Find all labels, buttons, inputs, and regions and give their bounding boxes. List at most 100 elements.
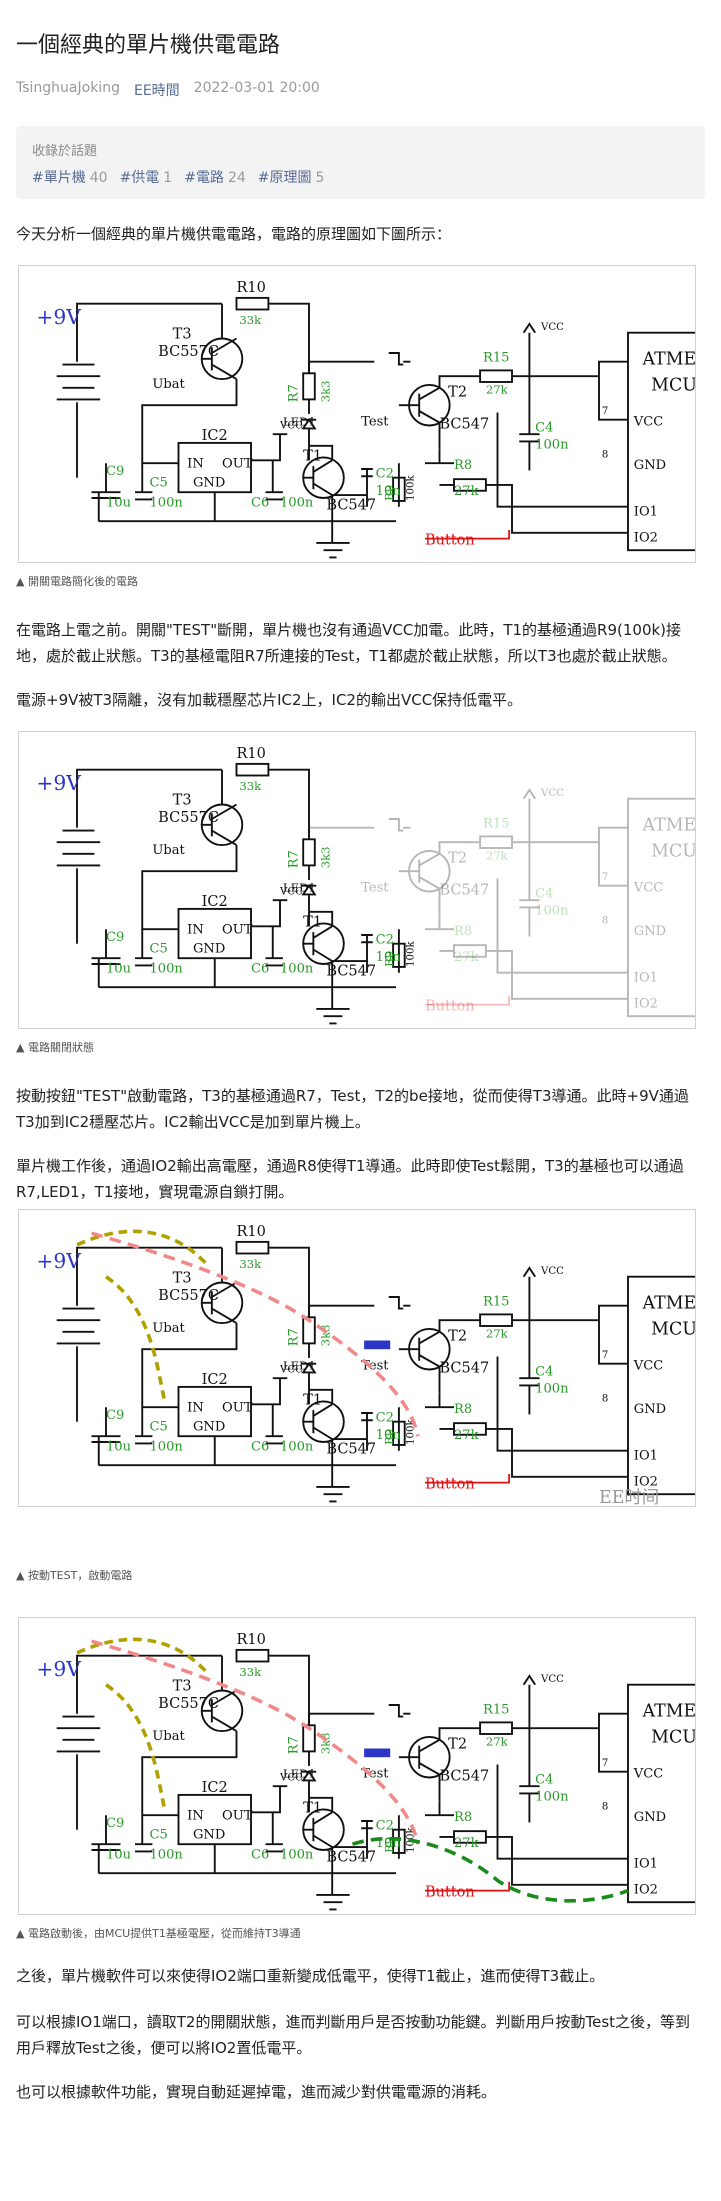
svg-text:MCU: MCU	[651, 376, 695, 396]
svg-text:C4: C4	[535, 1364, 553, 1379]
svg-text:C2: C2	[376, 933, 394, 948]
source-link[interactable]: EE時間	[133, 83, 180, 99]
svg-text:3k3: 3k3	[318, 847, 332, 869]
svg-text:Button: Button	[425, 1476, 475, 1492]
svg-text:BC547: BC547	[326, 964, 376, 980]
svg-text:BC557C: BC557C	[158, 344, 219, 360]
svg-text:8: 8	[602, 449, 608, 460]
svg-text:VCC: VCC	[279, 420, 303, 431]
svg-text:R7: R7	[286, 1328, 301, 1346]
svg-text:MCU: MCU	[651, 1728, 695, 1748]
svg-text:27k: 27k	[454, 484, 479, 499]
paragraph: 可以根據IO1端口，讀取T2的開關狀態，進而判斷用戶是否按動功能鍵。判斷用戶按動…	[16, 2013, 691, 2057]
svg-text:VCC: VCC	[540, 788, 564, 799]
svg-text:VCC: VCC	[633, 881, 663, 896]
svg-text:27k: 27k	[486, 1327, 509, 1341]
svg-text:C9: C9	[106, 464, 124, 479]
paragraph: 也可以根據軟件功能，實現自動延遲掉電，進而減少對供電電源的消耗。	[16, 2083, 497, 2101]
svg-text:IC2: IC2	[202, 1780, 228, 1796]
svg-text:ATMEGA: ATMEGA	[641, 816, 695, 836]
svg-text:C2: C2	[376, 467, 394, 482]
svg-text:C6: C6	[251, 962, 269, 977]
svg-text:VCC: VCC	[540, 322, 564, 333]
svg-text:VCC: VCC	[540, 1674, 564, 1685]
svg-text:33k: 33k	[239, 779, 262, 793]
svg-text:3k3: 3k3	[318, 381, 332, 403]
paragraph-intro: 今天分析一個經典的單片機供電電路，電路的原理圖如下圖所示：	[16, 225, 452, 243]
svg-text:R10: R10	[236, 280, 265, 296]
svg-text:C4: C4	[535, 886, 553, 901]
svg-text:R8: R8	[454, 1810, 472, 1825]
svg-text:27k: 27k	[486, 383, 509, 397]
svg-text:7: 7	[602, 872, 608, 883]
topic-tag-label: #原理圖	[257, 170, 312, 186]
svg-text:IC2: IC2	[202, 894, 228, 910]
svg-text:VCC: VCC	[279, 1364, 303, 1375]
svg-text:C5: C5	[150, 475, 168, 490]
svg-text:7: 7	[602, 1350, 608, 1361]
svg-text:IC2: IC2	[202, 1372, 228, 1388]
svg-text:10u: 10u	[106, 1848, 131, 1863]
svg-text:C9: C9	[106, 930, 124, 945]
publish-date: 2022-03-01 20:00	[193, 80, 320, 96]
svg-text:GND: GND	[193, 1419, 225, 1434]
svg-text:C4: C4	[535, 1772, 553, 1787]
svg-text:IN: IN	[187, 1401, 204, 1416]
svg-text:100n: 100n	[150, 496, 184, 511]
svg-text:T2: T2	[448, 1737, 467, 1753]
svg-text:Button: Button	[425, 998, 475, 1014]
svg-text:Ubat: Ubat	[152, 1729, 185, 1744]
svg-text:7: 7	[602, 406, 608, 417]
svg-text:33k: 33k	[239, 313, 262, 327]
svg-text:Test: Test	[361, 881, 389, 896]
svg-text:100n: 100n	[150, 962, 184, 977]
svg-text:MCU: MCU	[651, 1320, 695, 1340]
svg-text:IO1: IO1	[634, 504, 658, 519]
paragraph: 在電路上電之前。開關"TEST"斷開，單片機也沒有通過VCC加電。此時，T1的基…	[16, 621, 682, 665]
paragraph: 單片機工作後，通過IO2輸出高電壓，通過R8使得T1導通。此時即使Test鬆開，…	[16, 1157, 684, 1201]
svg-text:R8: R8	[454, 458, 472, 473]
svg-text:100n: 100n	[535, 438, 569, 453]
svg-text:R15: R15	[483, 1295, 509, 1310]
svg-text:GND: GND	[634, 1402, 666, 1417]
svg-text:R10: R10	[236, 746, 265, 762]
svg-text:33k: 33k	[239, 1665, 262, 1679]
svg-text:IO2: IO2	[634, 1883, 658, 1898]
svg-text:C4: C4	[535, 420, 553, 435]
svg-text:GND: GND	[193, 941, 225, 956]
svg-text:Ubat: Ubat	[152, 843, 185, 858]
topic-tag-count: 40	[89, 170, 108, 186]
svg-text:GND: GND	[193, 475, 225, 490]
svg-text:BC547: BC547	[439, 1360, 489, 1376]
paragraph: 電源+9V被T3隔離，沒有加載穩壓芯片IC2上，IC2的輸出VCC保持低電平。	[16, 691, 523, 709]
svg-text:C2: C2	[376, 1411, 394, 1426]
svg-text:100n: 100n	[535, 1790, 569, 1805]
svg-text:IN: IN	[187, 457, 204, 472]
svg-text:R7: R7	[286, 384, 301, 402]
svg-text:BC547: BC547	[439, 1768, 489, 1784]
topic-tag-count: 1	[163, 170, 173, 186]
svg-text:GND: GND	[634, 924, 666, 939]
svg-text:R15: R15	[483, 817, 509, 832]
svg-text:LED1: LED1	[283, 1359, 316, 1373]
svg-text:BC547: BC547	[326, 498, 376, 514]
svg-text:Button: Button	[425, 1884, 475, 1900]
svg-text:10n: 10n	[376, 484, 402, 499]
svg-text:IN: IN	[187, 923, 204, 938]
svg-text:OUT: OUT	[222, 1401, 253, 1416]
svg-text:R9: R9	[382, 1837, 396, 1853]
author-name: TsinghuaJoking	[16, 80, 120, 96]
figure-caption: ▲ 電路關閉狀態	[16, 1041, 94, 1054]
figure-caption: ▲ 電路啟動後，由MCU提供T1基極電壓，從而維持T3導通	[16, 1927, 301, 1940]
svg-text:T3: T3	[173, 1679, 192, 1695]
svg-text:C6: C6	[251, 496, 269, 511]
